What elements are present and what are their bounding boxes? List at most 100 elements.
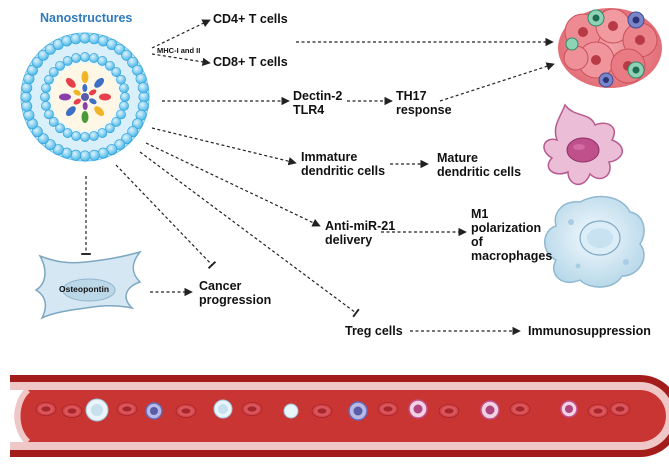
lipid-bead <box>132 118 144 130</box>
red-blood-cell-center <box>41 406 51 412</box>
lipid-bead <box>31 56 43 68</box>
label-osteopontin: Osteopontin <box>59 284 110 294</box>
lipid-bead <box>137 100 149 112</box>
label-cd8-t-cells: CD8+ T cells <box>213 55 288 69</box>
red-blood-cell-center <box>593 408 603 414</box>
vessel-immune-cells <box>85 398 578 422</box>
lipid-bead <box>55 60 65 71</box>
red-blood-cell-center <box>444 408 454 414</box>
cargo-molecule <box>99 93 111 101</box>
lipid-bead <box>37 49 49 61</box>
lipid-bead <box>114 43 126 55</box>
lipid-bead <box>114 139 126 151</box>
lipid-bead <box>44 109 54 120</box>
label-m1: M1 <box>471 207 489 221</box>
lipid-bead <box>120 92 130 102</box>
lipid-bead <box>62 56 73 66</box>
lipid-bead <box>70 33 82 45</box>
lipid-bead <box>121 49 133 61</box>
arrow-to-antimir21 <box>145 142 321 227</box>
cargo-molecule <box>94 106 105 117</box>
lipid-bead <box>88 33 100 45</box>
cargo-molecule <box>73 89 81 96</box>
lipid-bead <box>48 117 59 127</box>
lipid-bead <box>44 43 56 55</box>
red-blood-cell-center <box>383 406 393 412</box>
liposome-inner-beads <box>40 52 130 142</box>
label-th17: TH17 <box>396 89 427 103</box>
lipid-bead <box>89 53 99 63</box>
lipid-bead <box>44 74 54 85</box>
red-blood-cell-center <box>317 408 327 414</box>
cargo-molecule <box>82 101 88 110</box>
label-progression: progression <box>199 293 272 307</box>
lipid-bead <box>106 38 118 50</box>
lipid-bead <box>26 64 38 76</box>
lipid-bead <box>80 132 90 142</box>
cargo-molecule <box>65 106 76 117</box>
label-cancer: Cancer <box>199 279 242 293</box>
lipid-bead <box>116 109 126 120</box>
nanostructure-liposome <box>20 32 150 162</box>
lipid-bead <box>61 35 73 47</box>
tumor-cell-cluster <box>558 8 662 88</box>
label-response: response <box>396 103 452 117</box>
lipid-bead <box>111 67 122 77</box>
cargo-molecule <box>81 71 89 83</box>
cargo-molecule <box>81 111 89 123</box>
lipid-bead <box>119 101 129 111</box>
arrow-to-cd4 <box>151 19 211 49</box>
lipid-bead <box>62 128 73 138</box>
lipid-bead <box>21 82 33 94</box>
blood-vessel <box>10 375 669 457</box>
red-blood-cell-center <box>247 406 257 412</box>
cargo-molecule <box>89 98 97 105</box>
label-immature-dendritic-cells: dendritic cells <box>301 164 386 178</box>
label-polarization: polarization <box>471 221 542 235</box>
liposome-outer-beads <box>20 32 150 162</box>
lipid-bead <box>116 74 126 85</box>
macrophage-icon <box>544 195 645 288</box>
lipid-bead <box>80 52 90 62</box>
lipid-bead <box>138 91 150 103</box>
cargo-molecule <box>65 77 76 88</box>
lipid-bead <box>105 123 115 134</box>
red-blood-cell-center <box>615 406 625 412</box>
lipid-bead <box>71 53 81 63</box>
red-blood-cell-center <box>122 406 132 412</box>
label-mhc: MHC-I and II <box>157 46 201 55</box>
label-dectin-2: Dectin-2 <box>293 89 343 103</box>
liposome-cargo <box>59 71 111 123</box>
dendritic-cell-icon <box>543 103 623 185</box>
lipid-bead <box>119 83 129 93</box>
arrow-to-immature-dc <box>151 127 297 166</box>
arrows <box>81 19 555 336</box>
label-treg-cells: Treg cells <box>345 324 403 338</box>
lipid-bead <box>89 131 99 141</box>
lipid-bead <box>71 131 81 141</box>
label-cd4-t-cells: CD4+ T cells <box>213 12 288 26</box>
red-blood-cell-center <box>181 408 191 414</box>
lipid-bead <box>23 109 35 121</box>
label-delivery: delivery <box>325 233 373 247</box>
lipid-bead <box>41 101 51 111</box>
red-blood-cells <box>35 402 631 418</box>
red-blood-cell-center <box>515 406 525 412</box>
lipid-bead <box>88 149 100 161</box>
inhibit-treg <box>139 151 360 318</box>
label-mature: Mature <box>437 151 478 165</box>
lipid-bead <box>127 126 139 138</box>
lipid-bead <box>70 149 82 161</box>
lipid-bead <box>37 133 49 145</box>
label-immunosuppression: Immunosuppression <box>528 324 651 338</box>
cargo-molecule <box>89 89 97 96</box>
lipid-bead <box>40 92 50 102</box>
label-macrophages: macrophages <box>471 249 553 263</box>
lipid-bead <box>137 82 149 94</box>
label-tlr4: TLR4 <box>293 103 325 117</box>
fibroblast-icon <box>34 250 143 320</box>
lipid-bead <box>135 73 147 85</box>
inhibit-cancer-progression <box>115 164 217 270</box>
lipid-bead <box>97 128 108 138</box>
